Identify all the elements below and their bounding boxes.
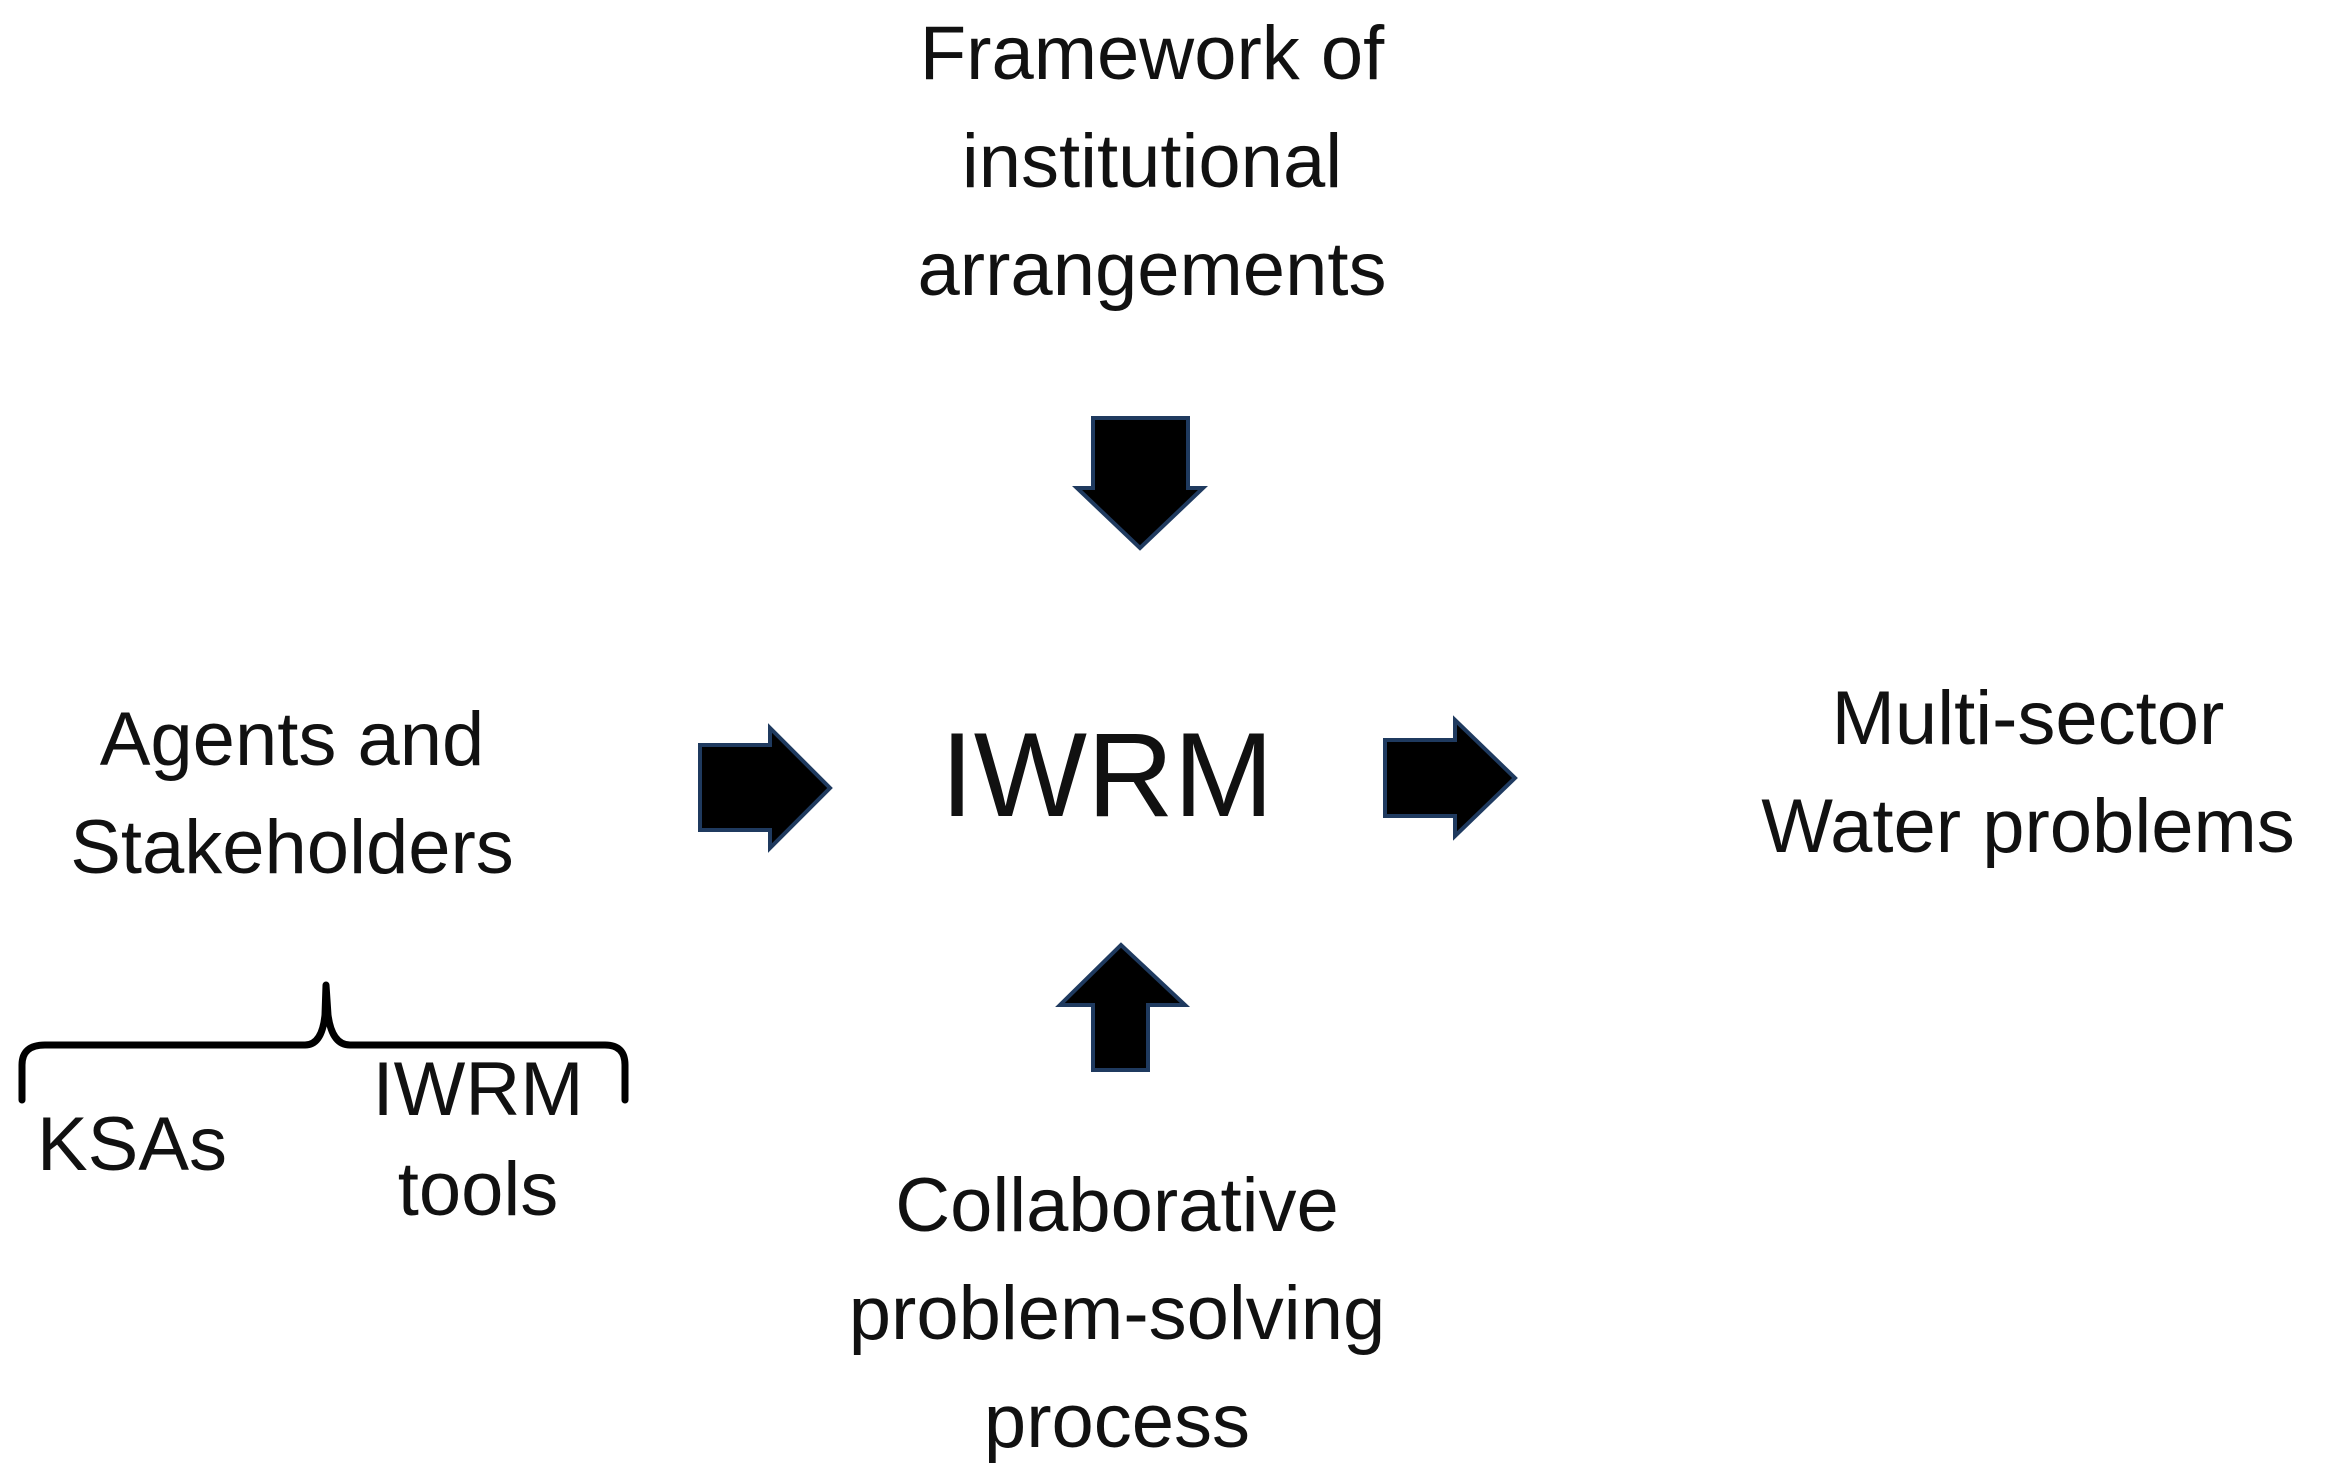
agents-line-1: Agents and [99, 697, 485, 782]
collaborative-line-2: problem-solving [848, 1271, 1386, 1356]
framework-line-1: Framework of [919, 11, 1385, 96]
agents-label: Agents and Stakeholders [70, 686, 514, 902]
collaborative-line-1: Collaborative [895, 1163, 1339, 1248]
framework-label: Framework of institutional arrangements [918, 0, 1387, 324]
arrow-right-icon [698, 723, 833, 853]
brace-icon [18, 981, 629, 1104]
arrow-up-icon [1055, 942, 1191, 1072]
collaborative-label: Collaborative problem-solving process [849, 1152, 1385, 1476]
iwrm-tools-line-1: IWRM [372, 1047, 584, 1132]
multisector-line-2: Water problems [1761, 784, 2295, 869]
framework-line-2: institutional [961, 119, 1343, 204]
collaborative-line-3: process [983, 1379, 1251, 1464]
agents-line-2: Stakeholders [70, 805, 514, 890]
multisector-label: Multi-sector Water problems [1761, 665, 2295, 881]
arrow-right-icon [1383, 715, 1518, 841]
iwrm-tools-line-2: tools [397, 1147, 559, 1232]
arrow-down-icon [1072, 416, 1208, 551]
ksas-label: KSAs [36, 1102, 228, 1187]
center-iwrm-label: IWRM [940, 708, 1274, 842]
iwrm-tools-label: IWRM tools [372, 1040, 583, 1240]
multisector-line-1: Multi-sector [1831, 676, 2225, 761]
framework-line-3: arrangements [917, 227, 1387, 312]
